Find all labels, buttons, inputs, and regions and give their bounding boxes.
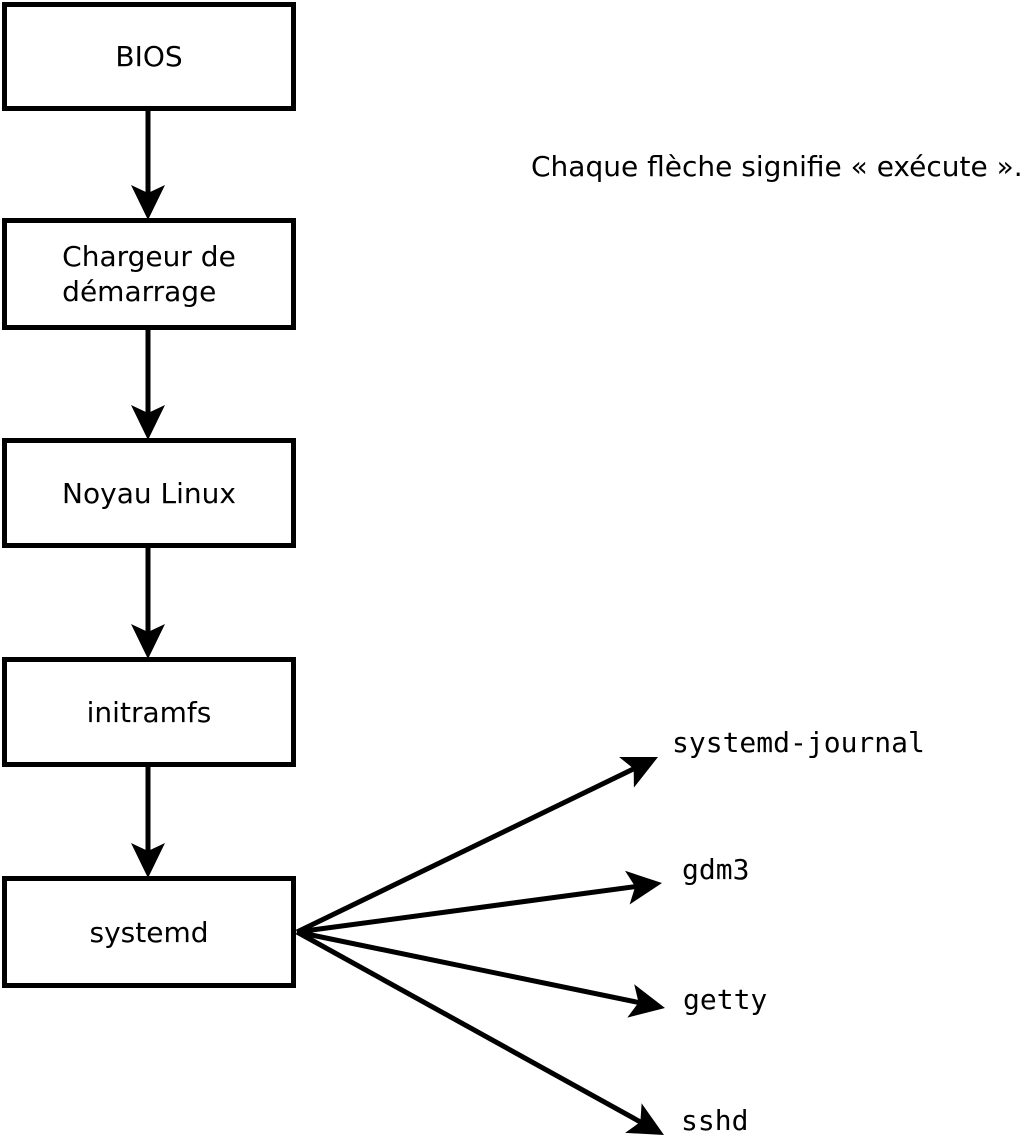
node-initramfs-label: initramfs xyxy=(86,695,212,729)
arrow-head xyxy=(131,185,165,220)
node-bios: BIOS xyxy=(2,2,296,111)
arrow-shaft xyxy=(295,765,638,935)
arrow-head xyxy=(625,1103,664,1135)
node-systemd: systemd xyxy=(2,876,296,988)
node-kernel: Noyau Linux xyxy=(2,438,296,548)
arrow-shaft xyxy=(295,929,645,1126)
node-bios-label: BIOS xyxy=(115,40,183,73)
node-bootloader: Chargeur de démarrage xyxy=(2,218,296,330)
arrow-head xyxy=(131,405,165,440)
service-label-sshd: sshd xyxy=(681,1104,749,1137)
arrow-shaft xyxy=(296,883,639,935)
arrow-head xyxy=(131,843,165,878)
service-label-getty: getty xyxy=(683,983,768,1016)
arrow-head xyxy=(131,624,165,659)
node-bootloader-label: Chargeur de démarrage xyxy=(62,240,236,308)
node-systemd-label: systemd xyxy=(89,915,209,949)
node-initramfs: initramfs xyxy=(2,657,296,767)
arrow-head xyxy=(627,984,665,1018)
arrow-shaft xyxy=(296,929,643,1006)
arrow-head xyxy=(625,870,662,905)
arrow-legend-note: Chaque flèche signifie « exécute ». xyxy=(531,150,1023,183)
arrow-head xyxy=(619,757,658,788)
service-label-systemd-journal: systemd-journal xyxy=(672,726,925,759)
service-label-gdm3: gdm3 xyxy=(682,853,750,886)
node-kernel-label: Noyau Linux xyxy=(62,476,236,510)
